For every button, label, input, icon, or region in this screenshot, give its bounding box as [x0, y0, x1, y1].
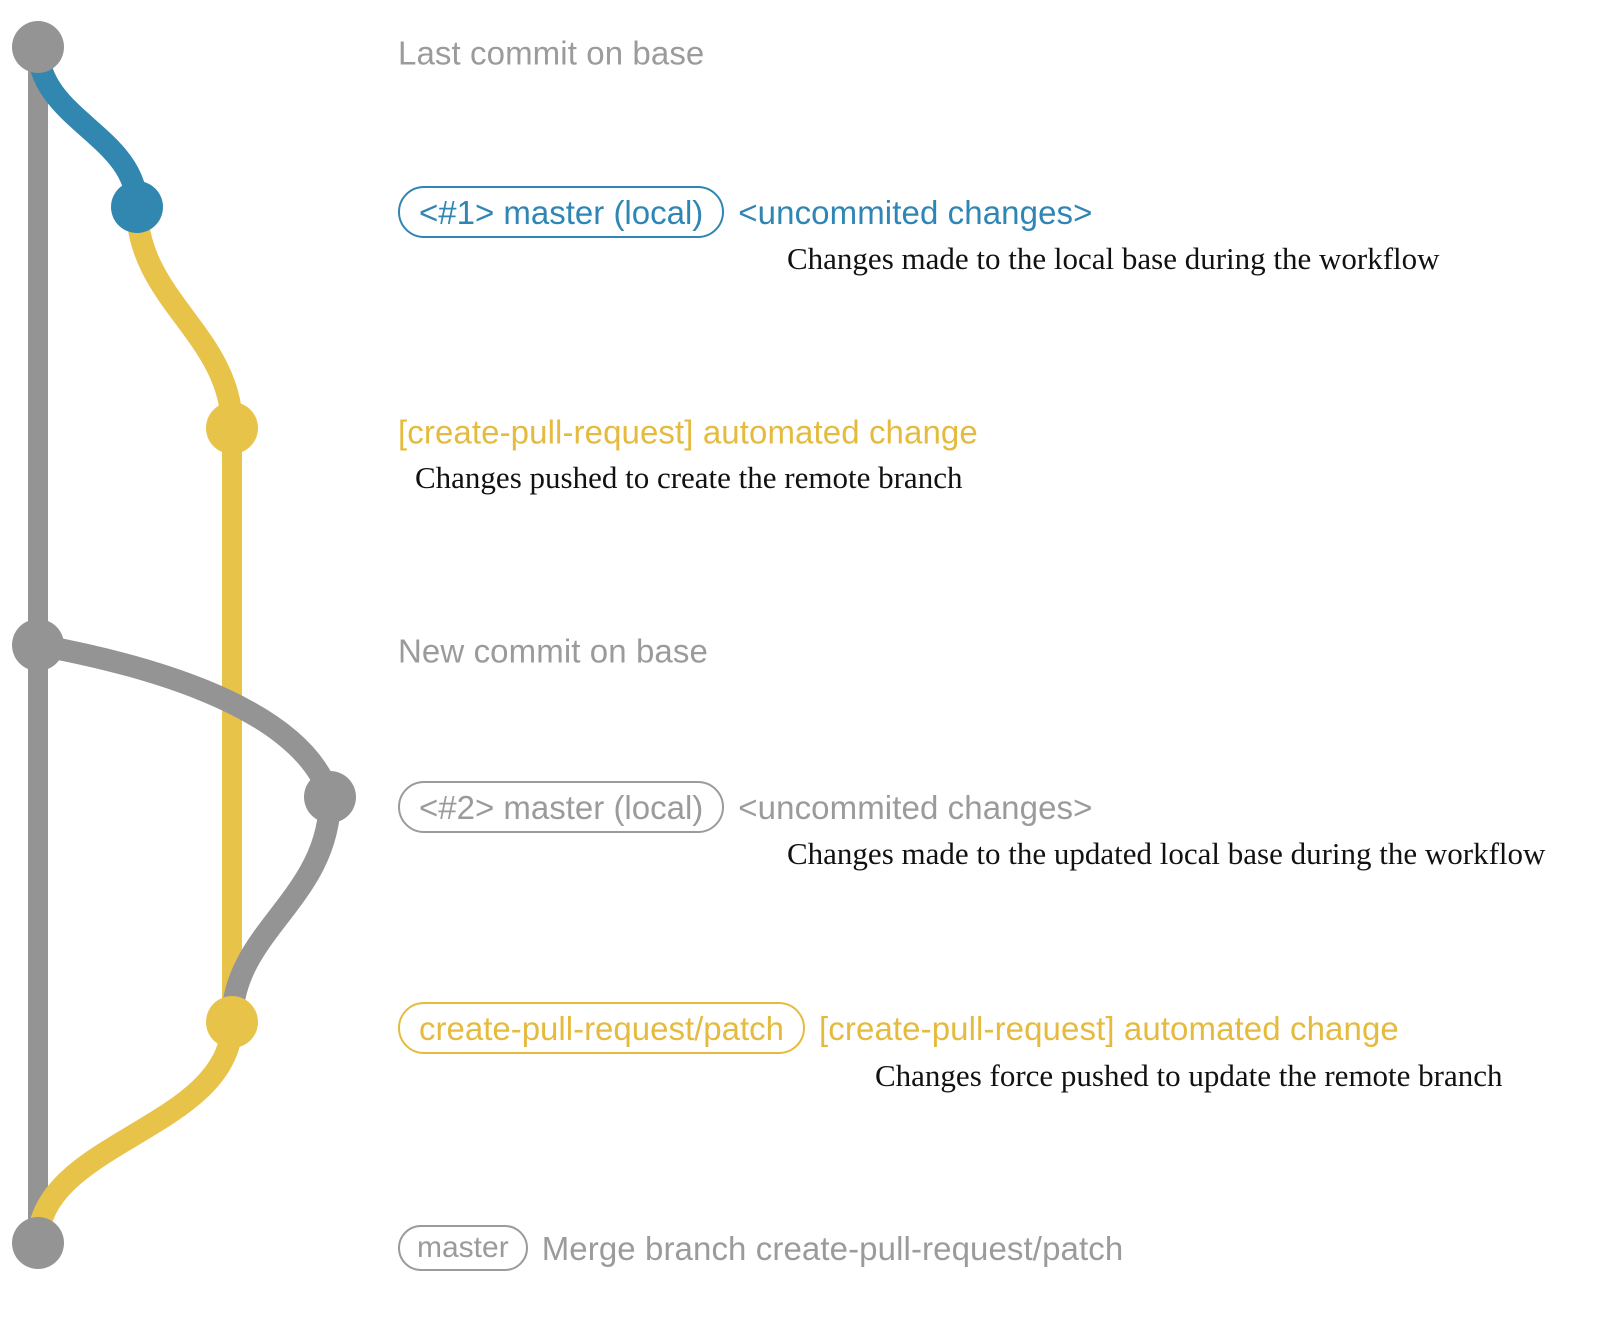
commit-node-merge-master[interactable] — [12, 1217, 64, 1269]
ref-badge-master[interactable]: master — [398, 1225, 528, 1271]
ref-badge-local-master-2[interactable]: <#2> master (local) — [398, 781, 725, 833]
commit-message-automated-change-1: [create-pull-request] automated change — [398, 413, 978, 451]
commit-description-local-master-2: Changes made to the updated local base d… — [787, 836, 1546, 871]
commit-row-new-commit-on-base: New commit on base — [398, 635, 708, 668]
graph-edge-local-1-to-patch-1 — [126, 196, 243, 439]
commit-node-last-commit-on-base[interactable] — [12, 21, 64, 73]
commit-row-merge-master: master Merge branch create-pull-request/… — [398, 1225, 1123, 1271]
ref-badge-local-master-1[interactable]: <#1> master (local) — [398, 186, 725, 238]
commit-node-automated-change-2[interactable] — [206, 996, 258, 1048]
commit-row-automated-change-2: create-pull-request/patch [create-pull-r… — [398, 1002, 1399, 1054]
commit-message-new-commit-on-base: New commit on base — [398, 632, 708, 670]
commit-row-local-master-1: <#1> master (local) <uncommited changes> — [398, 186, 1093, 238]
commit-message-last-commit-on-base: Last commit on base — [398, 34, 705, 72]
commit-node-new-commit-on-base[interactable] — [12, 619, 64, 671]
commit-description-automated-change-1: Changes pushed to create the remote bran… — [415, 460, 963, 495]
commit-message-automated-change-2: [create-pull-request] automated change — [819, 1009, 1399, 1047]
commit-node-local-master-1[interactable] — [111, 181, 163, 233]
commit-row-automated-change-1: [create-pull-request] automated change — [398, 416, 978, 449]
commit-description-automated-change-2: Changes force pushed to update the remot… — [875, 1058, 1503, 1093]
commit-description-local-master-1: Changes made to the local base during th… — [787, 241, 1440, 276]
commit-message-merge-master: Merge branch create-pull-request/patch — [541, 1229, 1124, 1267]
ref-badge-create-pull-request-patch[interactable]: create-pull-request/patch — [398, 1002, 806, 1054]
commit-node-automated-change-1[interactable] — [206, 402, 258, 454]
commit-message-local-master-1: <uncommited changes> — [738, 193, 1093, 231]
graph-edge-local-2-to-patch-2 — [221, 786, 341, 1033]
graph-edge-patch-merge-to-master — [27, 1011, 243, 1254]
commit-row-local-master-2: <#2> master (local) <uncommited changes> — [398, 781, 1093, 833]
commit-row-last-commit-on-base: Last commit on base — [398, 37, 704, 70]
commit-node-local-master-2[interactable] — [304, 771, 356, 823]
commit-message-local-master-2: <uncommited changes> — [738, 788, 1093, 826]
graph-edge-base-to-local-2 — [27, 634, 341, 808]
